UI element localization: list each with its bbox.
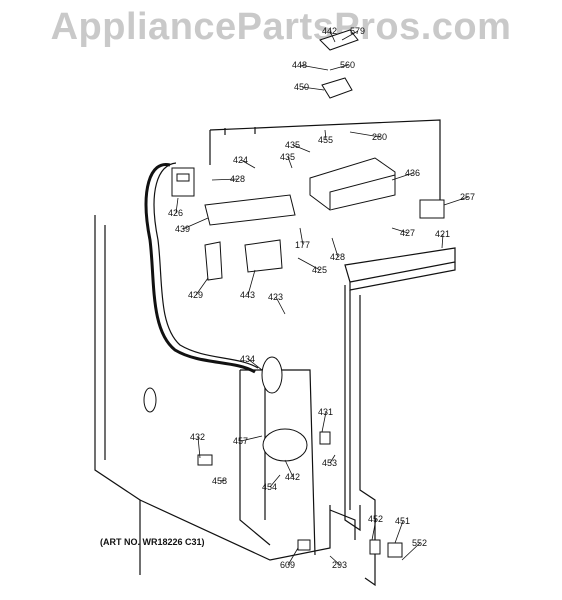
callout-leader-line (195, 277, 209, 296)
callout-leader-line (301, 86, 325, 91)
callout-label-442: 442 (285, 472, 300, 482)
callout-label-455: 455 (318, 135, 333, 145)
callout-label-442: 442 (322, 26, 337, 36)
callout-label-450: 450 (294, 82, 309, 92)
callout-leader-line (182, 217, 209, 230)
callout-leader-line (341, 30, 359, 41)
callout-leader-line (329, 454, 336, 464)
callout-label-448: 448 (292, 60, 307, 70)
callout-leader-line (324, 129, 327, 141)
callout-leader-line (247, 358, 263, 371)
callout-label-177: 177 (295, 240, 310, 250)
callout-label-452: 452 (368, 514, 383, 524)
callout-leader-line (391, 172, 414, 181)
parts (143, 29, 445, 558)
callout-label-428: 428 (230, 174, 245, 184)
callout-leader-line (219, 479, 226, 482)
callout-label-431: 431 (318, 407, 333, 417)
callout-label-435: 435 (285, 140, 300, 150)
callout-leader-line (401, 542, 421, 561)
callout-leader-line (287, 156, 293, 169)
callout-leader-line (197, 436, 201, 459)
callout-leader-line (211, 178, 239, 181)
callout-leader-line (292, 144, 311, 153)
callout-leader-line (441, 233, 444, 249)
callout-label-428: 428 (330, 252, 345, 262)
callout-label-435: 435 (280, 152, 295, 162)
callout-label-453: 453 (322, 458, 337, 468)
callout-label-560: 560 (340, 60, 355, 70)
callout-leader-line (299, 227, 304, 246)
callout-leader-line (240, 435, 263, 442)
callout-leader-line (394, 520, 404, 544)
callout-leader-line (371, 518, 377, 541)
callout-leader-line (329, 555, 341, 566)
callout-label-425: 425 (312, 265, 327, 275)
callout-label-552: 552 (412, 538, 427, 548)
callout-label-458: 458 (212, 476, 227, 486)
callout-labels: 442 579 448 560 450 455 280 435 424 435 428 426 436 2… (168, 26, 475, 570)
callout-label-427: 427 (400, 228, 415, 238)
callout-leader-line (321, 411, 327, 433)
callout-leader-line (329, 64, 349, 71)
callout-leader-line (287, 547, 299, 566)
callout-leader-line (297, 257, 321, 271)
callout-leader-line (275, 296, 286, 315)
callout-label-443: 443 (240, 290, 255, 300)
callout-leader-line (349, 131, 381, 138)
callout-label-436: 436 (405, 168, 420, 178)
callout-leader-line (443, 196, 469, 206)
callout-label-293: 293 (332, 560, 347, 570)
callout-label-429: 429 (188, 290, 203, 300)
callout-label-426: 426 (168, 208, 183, 218)
callout-label-432: 432 (190, 432, 205, 442)
callout-label-439: 439 (175, 224, 190, 234)
callout-leader-line (269, 474, 281, 488)
art-number: (ART NO. WR18226 C31) (100, 537, 205, 547)
callout-label-423: 423 (268, 292, 283, 302)
callout-label-454: 454 (262, 482, 277, 492)
callout-leader-line (331, 237, 339, 258)
callout-label-257: 257 (460, 192, 475, 202)
callout-leader-line (247, 269, 256, 296)
callout-leader-line (329, 30, 336, 43)
callout-label-421: 421 (435, 229, 450, 239)
callout-label-280: 280 (372, 132, 387, 142)
callout-label-579: 579 (350, 26, 365, 36)
callout-leader-line (391, 227, 409, 234)
callout-leader-line (284, 459, 294, 478)
callout-label-609: 609 (280, 560, 295, 570)
callout-leader-line (299, 64, 329, 71)
callout-leader-line (175, 197, 179, 214)
callout-label-451: 451 (395, 516, 410, 526)
callout-leader-line (240, 159, 256, 169)
callout-label-434: 434 (240, 354, 255, 364)
watermark: AppliancePartsPros.com (50, 6, 512, 48)
callout-label-424: 424 (233, 155, 248, 165)
callout-label-457: 457 (233, 436, 248, 446)
